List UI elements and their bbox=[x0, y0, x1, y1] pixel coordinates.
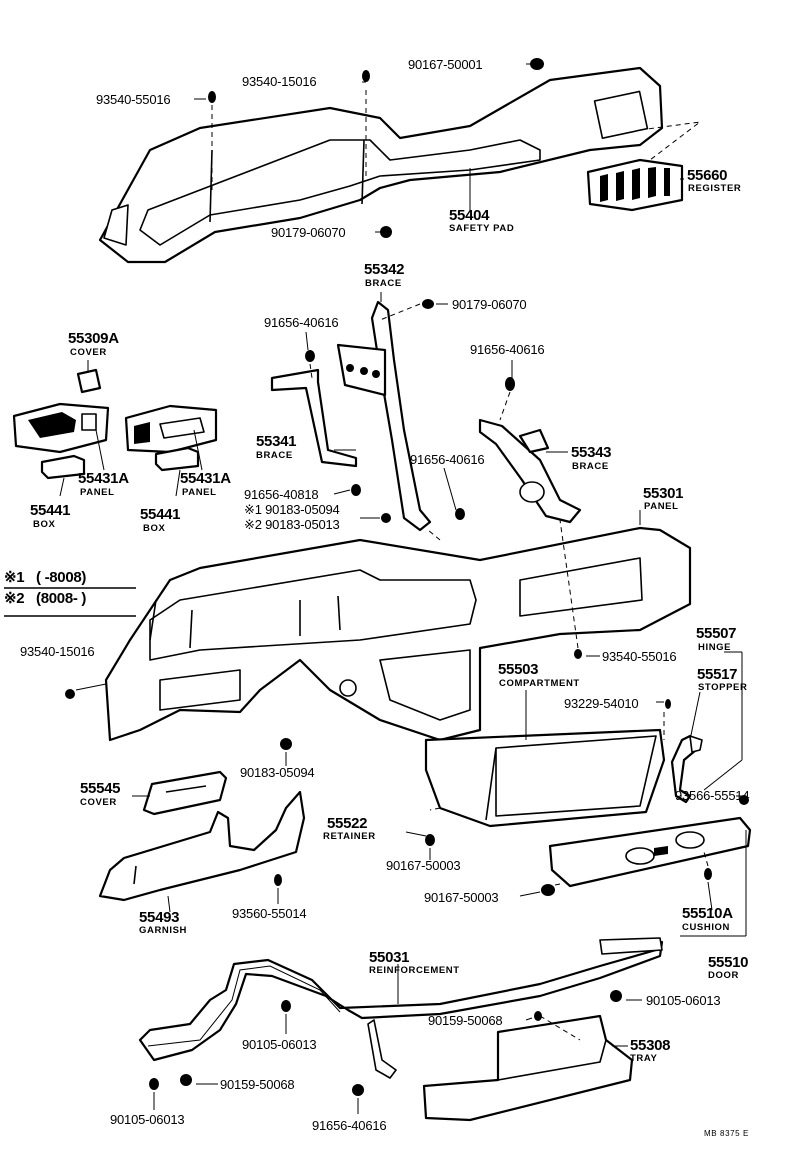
instrument-panel-drawing bbox=[104, 526, 692, 742]
label-55510a: 55510A bbox=[682, 905, 733, 922]
label-55342-name: BRACE bbox=[365, 278, 402, 289]
label-90167-50001: 90167-50001 bbox=[408, 57, 482, 72]
reinforcement-drawing bbox=[138, 937, 664, 1079]
hinge-stopper-drawing bbox=[670, 734, 703, 804]
footer-code: MB 8375 E bbox=[704, 1129, 749, 1138]
label-55404: 55404 bbox=[449, 207, 490, 224]
safety-pad-drawing bbox=[98, 66, 702, 264]
label-55510: 55510 bbox=[708, 954, 748, 971]
assembly-dashes bbox=[211, 90, 709, 887]
label-55503-name: COMPARTMENT bbox=[499, 678, 580, 689]
label-55031-name: REINFORCEMENT bbox=[369, 965, 460, 976]
label-55493: 55493 bbox=[139, 909, 179, 926]
label-90105-06013-c: 90105-06013 bbox=[110, 1112, 184, 1127]
part-labels: 90167-50001 93540-15016 93540-55016 5566… bbox=[20, 57, 750, 1133]
label-55341-name: BRACE bbox=[256, 450, 293, 461]
label-55342: 55342 bbox=[364, 261, 404, 278]
label-55510-name: DOOR bbox=[708, 970, 739, 981]
label-55343: 55343 bbox=[571, 444, 611, 461]
legend-text-2: (8008- ) bbox=[36, 590, 86, 607]
label-55660: 55660 bbox=[687, 167, 727, 184]
legend: ※1 ( -8008) ※2 (8008- ) bbox=[4, 569, 136, 617]
panel-right-drawing bbox=[124, 404, 218, 454]
label-90105-06013-a: 90105-06013 bbox=[646, 993, 720, 1008]
label-55431a-a: 55431A bbox=[78, 470, 129, 487]
label-55441-a-name: BOX bbox=[33, 519, 55, 530]
label-55341: 55341 bbox=[256, 433, 296, 450]
label-90167-50003-a: 90167-50003 bbox=[386, 858, 460, 873]
label-55522: 55522 bbox=[327, 815, 367, 832]
label-55431a-b-name: PANEL bbox=[182, 487, 217, 498]
label-90105-06013-b: 90105-06013 bbox=[242, 1037, 316, 1052]
label-93540-15016-top: 93540-15016 bbox=[242, 74, 316, 89]
label-55510a-name: CUSHION bbox=[682, 922, 730, 933]
label-93560-55014: 93560-55014 bbox=[232, 906, 306, 921]
legend-mark-2: ※2 bbox=[4, 590, 24, 607]
label-91656-40616-b: 91656-40616 bbox=[470, 342, 544, 357]
label-93540-55016-top: 93540-55016 bbox=[96, 92, 170, 107]
label-55545-name: COVER bbox=[80, 797, 117, 808]
label-93540-15016-mid: 93540-15016 bbox=[20, 644, 94, 659]
cover-55309a-drawing bbox=[76, 368, 102, 394]
label-91656-40616-c: 91656-40616 bbox=[410, 452, 484, 467]
label-90183-05013: ※2 90183-05013 bbox=[244, 517, 340, 532]
leader-lines bbox=[59, 63, 747, 1114]
legend-mark-1: ※1 bbox=[4, 569, 24, 586]
register-vent-drawing bbox=[586, 158, 684, 212]
glove-door-drawing bbox=[548, 816, 752, 888]
label-55660-name: REGISTER bbox=[688, 183, 741, 194]
label-55309a: 55309A bbox=[68, 330, 119, 347]
label-90159-50068-a: 90159-50068 bbox=[428, 1013, 502, 1028]
label-55308-name: TRAY bbox=[630, 1053, 657, 1064]
label-55441-b-name: BOX bbox=[143, 523, 165, 534]
label-91656-40616-a: 91656-40616 bbox=[264, 315, 338, 330]
label-55545: 55545 bbox=[80, 780, 120, 797]
label-55507: 55507 bbox=[696, 625, 736, 642]
label-90159-50068-b: 90159-50068 bbox=[220, 1077, 294, 1092]
label-90179-06070-b: 90179-06070 bbox=[452, 297, 526, 312]
box-right-drawing bbox=[154, 446, 200, 472]
brace-55341-drawing bbox=[270, 368, 358, 468]
label-55507-name: HINGE bbox=[698, 642, 731, 653]
label-90167-50003-b: 90167-50003 bbox=[424, 890, 498, 905]
label-55503: 55503 bbox=[498, 661, 538, 678]
tray-drawing bbox=[422, 1014, 634, 1122]
label-55493-name: GARNISH bbox=[139, 925, 187, 936]
label-93566-55514: 93566-55514 bbox=[675, 788, 749, 803]
label-90179-06070-a: 90179-06070 bbox=[271, 225, 345, 240]
label-91656-40616-d: 91656-40616 bbox=[312, 1118, 386, 1133]
label-55431a-b: 55431A bbox=[180, 470, 231, 487]
label-55404-name: SAFETY PAD bbox=[449, 223, 514, 234]
label-55517: 55517 bbox=[697, 666, 737, 683]
label-55031: 55031 bbox=[369, 949, 409, 966]
compartment-drawing bbox=[424, 728, 666, 828]
label-55441-a: 55441 bbox=[30, 502, 70, 519]
cover-55545-drawing bbox=[142, 770, 228, 816]
label-55431a-a-name: PANEL bbox=[80, 487, 115, 498]
box-left-drawing bbox=[40, 454, 86, 480]
label-55343-name: BRACE bbox=[572, 461, 609, 472]
label-55308: 55308 bbox=[630, 1037, 670, 1054]
label-91656-40818: 91656-40818 bbox=[244, 487, 318, 502]
label-90183-05094-a: ※1 90183-05094 bbox=[244, 502, 340, 517]
label-93229-54010: 93229-54010 bbox=[564, 696, 638, 711]
fasteners bbox=[65, 58, 749, 1096]
label-55301-name: PANEL bbox=[644, 501, 679, 512]
label-55517-name: STOPPER bbox=[698, 682, 747, 693]
brace-55343-drawing bbox=[478, 418, 582, 524]
label-55441-b: 55441 bbox=[140, 506, 180, 523]
label-55301: 55301 bbox=[643, 485, 683, 502]
panel-left-drawing bbox=[12, 402, 110, 454]
label-55522-name: RETAINER bbox=[323, 831, 376, 842]
label-55309a-name: COVER bbox=[70, 347, 107, 358]
label-93540-55016-mid: 93540-55016 bbox=[602, 649, 676, 664]
garnish-drawing bbox=[98, 790, 306, 902]
brace-55342-drawing bbox=[336, 300, 432, 532]
label-90183-05094-b: 90183-05094 bbox=[240, 765, 314, 780]
legend-text-1: ( -8008) bbox=[36, 569, 86, 586]
